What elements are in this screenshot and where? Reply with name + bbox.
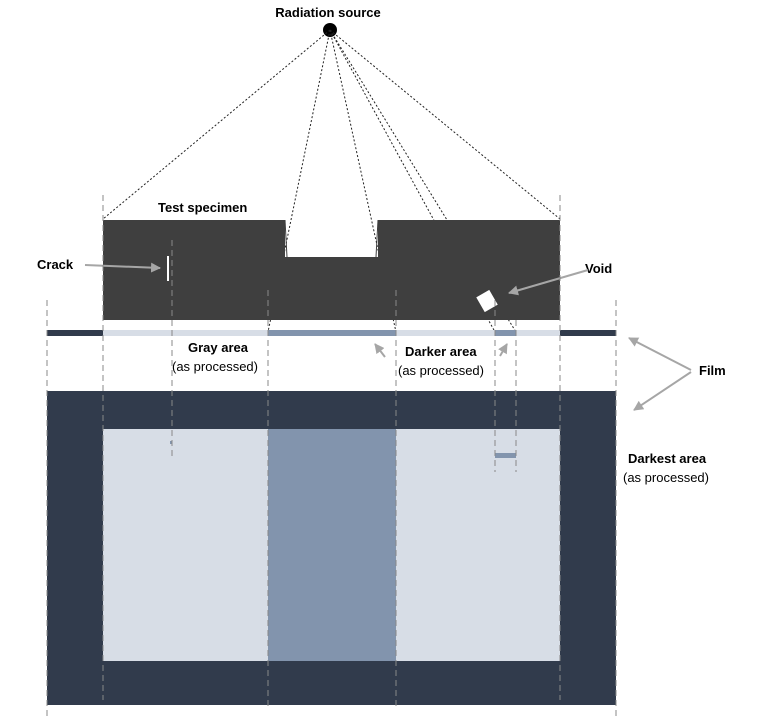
void bbox=[474, 288, 500, 314]
radiation-source-label: Radiation source bbox=[275, 5, 380, 20]
film-arrow-top bbox=[628, 337, 692, 371]
void-image bbox=[495, 453, 516, 458]
crack-image bbox=[170, 441, 172, 444]
darker-area-arrow-1 bbox=[374, 343, 386, 358]
void-label: Void bbox=[585, 261, 612, 276]
crack bbox=[167, 256, 169, 281]
projection-lines bbox=[46, 195, 617, 716]
void-arrow bbox=[508, 269, 589, 296]
darkest-area-label: Darkest area bbox=[628, 451, 707, 466]
film-label: Film bbox=[699, 363, 726, 378]
darkest-area-note: (as processed) bbox=[623, 470, 709, 485]
crack-arrow bbox=[84, 262, 161, 273]
processed-film bbox=[47, 391, 616, 705]
darker-area-note: (as processed) bbox=[398, 363, 484, 378]
gray-area-label: Gray area bbox=[188, 340, 249, 355]
gray-area-note: (as processed) bbox=[172, 359, 258, 374]
test-specimen-label: Test specimen bbox=[158, 200, 247, 215]
film-strip bbox=[47, 330, 616, 336]
test-specimen bbox=[103, 220, 560, 320]
darker-area-arrow-2 bbox=[498, 343, 508, 357]
darker-area-label: Darker area bbox=[405, 344, 477, 359]
crack-label: Crack bbox=[37, 257, 74, 272]
film-arrow-bottom bbox=[633, 371, 692, 411]
